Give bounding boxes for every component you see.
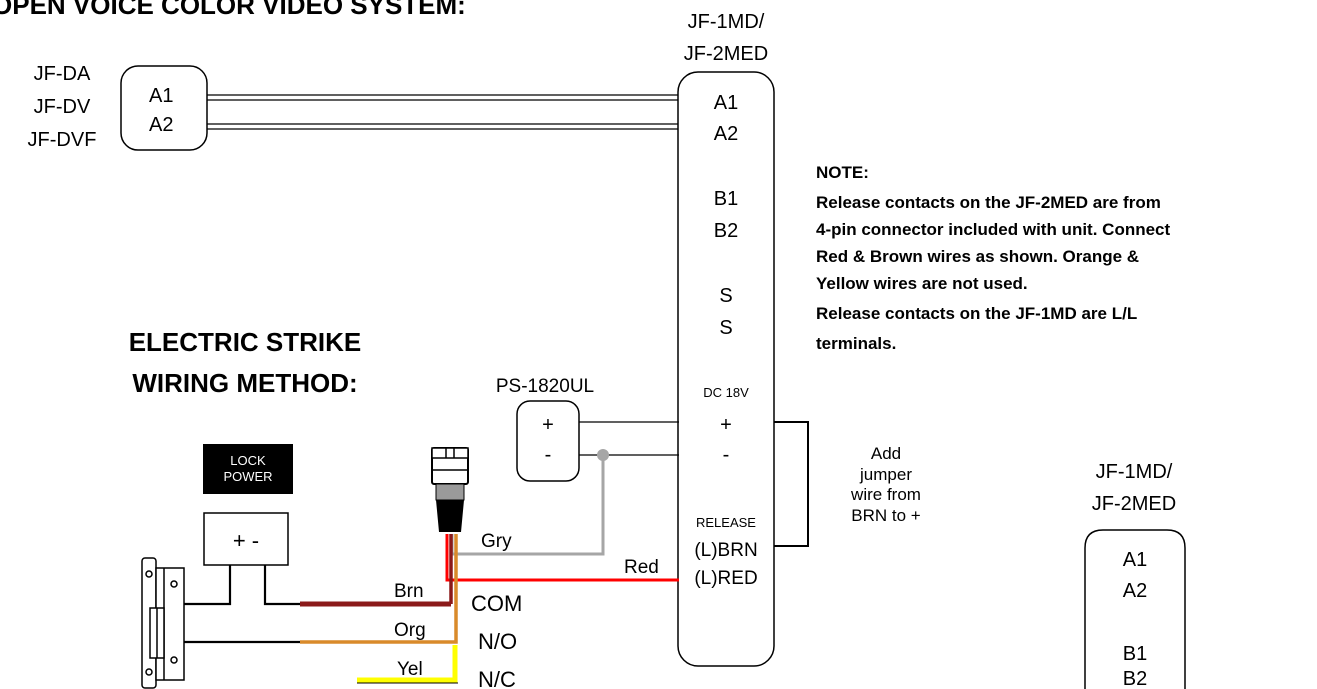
master-power-terminal: +: [720, 414, 732, 436]
wire-label-brn: Brn: [394, 581, 424, 602]
master-terminal: A1: [714, 92, 738, 114]
second-master-name: JF-2MED: [1092, 493, 1176, 515]
door-station-terminal: A2: [149, 114, 173, 136]
note-line: 4-pin connector included with unit. Conn…: [816, 220, 1171, 239]
second-master-terminal: B2: [1123, 668, 1147, 689]
note-heading: NOTE:: [816, 163, 869, 182]
lock-power-label: LOCK: [230, 453, 266, 468]
jumper-note-line: wire from: [850, 485, 921, 504]
second-master-terminal: A1: [1123, 549, 1147, 571]
jumper-note-line: BRN to +: [851, 506, 921, 525]
note-block: NOTE: Release contacts on the JF-2MED ar…: [816, 163, 1171, 353]
power-supply-terminal: +: [542, 414, 554, 436]
door-station-model: JF-DV: [34, 96, 91, 118]
orange-wire: [300, 534, 458, 644]
master-terminal: S: [719, 317, 732, 339]
lock-power: LOCK POWER + -: [203, 444, 293, 566]
jumper-wire: [774, 421, 809, 547]
master-station-box: [677, 71, 775, 667]
lock-power-label: POWER: [223, 469, 272, 484]
jumper-note-line: Add: [871, 444, 901, 463]
second-master-box: [1084, 529, 1186, 689]
door-station-group: JF-DA JF-DV JF-DVF A1 A2: [28, 63, 208, 151]
master-station: JF-1MD/ JF-2MED A1 A2 B1 B2 S S DC 18V +…: [677, 11, 775, 667]
master-release-label: RELEASE: [696, 515, 756, 530]
note-line: terminals.: [816, 334, 896, 353]
contact-label: N/O: [478, 629, 517, 654]
power-supply-name: PS-1820UL: [496, 376, 594, 397]
four-pin-connector: [431, 447, 469, 532]
yellow-wire: [357, 645, 458, 683]
master-release-terminal: (L)BRN: [694, 540, 757, 561]
wire-label-red: Red: [624, 557, 659, 578]
door-station-box: [120, 65, 208, 151]
strike-wiring: [184, 565, 300, 644]
section-title: ELECTRIC STRIKE: [129, 327, 362, 357]
power-supply: PS-1820UL + -: [496, 376, 594, 482]
master-power-label: DC 18V: [703, 385, 749, 400]
power-supply-terminal: -: [545, 444, 552, 466]
electric-strike-icon: [141, 557, 185, 689]
contact-label: COM: [471, 591, 522, 616]
gray-wire-junction: [597, 449, 609, 461]
door-to-master-cable: [207, 94, 679, 130]
wire-label-yel: Yel: [397, 659, 423, 680]
jumper-note: Add jumper wire from BRN to +: [850, 444, 921, 525]
lock-power-box: [203, 512, 289, 566]
lock-power-terminals: + -: [233, 528, 259, 553]
contact-label: N/C: [478, 667, 516, 689]
master-terminal: B1: [714, 188, 738, 210]
master-terminal: A2: [714, 123, 738, 145]
second-master-name: JF-1MD/: [1096, 461, 1173, 483]
master-terminal: B2: [714, 220, 738, 242]
red-wire: [445, 534, 679, 582]
wire-label-org: Org: [394, 620, 426, 641]
door-station-terminal: A1: [149, 85, 173, 107]
door-station-model: JF-DA: [34, 63, 91, 85]
diagram-title: OPEN VOICE COLOR VIDEO SYSTEM:: [0, 0, 466, 20]
note-line: Red & Brown wires as shown. Orange &: [816, 247, 1139, 266]
door-station-model: JF-DVF: [28, 129, 97, 151]
master-power-terminal: -: [723, 444, 730, 466]
master-terminal: S: [719, 285, 732, 307]
section-title: WIRING METHOD:: [132, 368, 357, 398]
note-line: Release contacts on the JF-1MD are L/L: [816, 304, 1137, 323]
second-master-terminal: A2: [1123, 580, 1147, 602]
master-station-name: JF-2MED: [684, 43, 768, 65]
note-line: Yellow wires are not used.: [816, 274, 1028, 293]
power-supply-box: [516, 400, 580, 482]
jumper-note-line: jumper: [859, 465, 912, 484]
master-station-name: JF-1MD/: [688, 11, 765, 33]
note-line: Release contacts on the JF-2MED are from: [816, 193, 1161, 212]
master-release-terminal: (L)RED: [694, 568, 757, 589]
second-master-terminal: B1: [1123, 643, 1147, 665]
lock-power-label-box: [203, 444, 293, 494]
second-master-station: JF-1MD/ JF-2MED A1 A2 B1 B2: [1084, 461, 1186, 689]
wire-label-gry: Gry: [481, 531, 512, 552]
